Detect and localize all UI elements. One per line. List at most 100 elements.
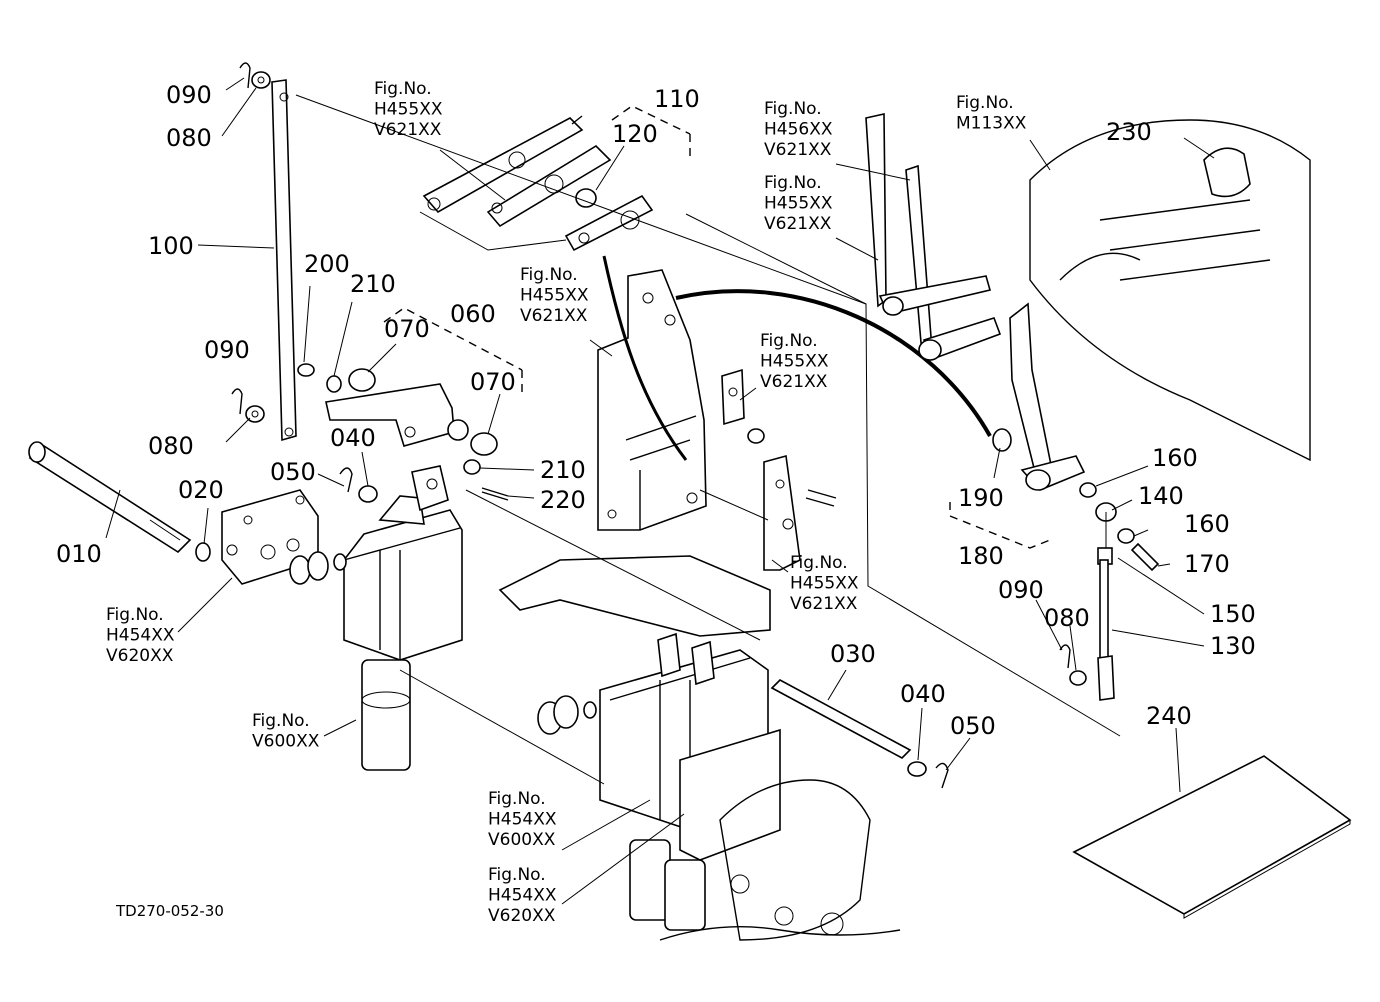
control-cable	[675, 289, 992, 437]
part-180-lever	[992, 302, 1160, 701]
part-label: 240	[1146, 702, 1192, 730]
part-label: 230	[1106, 118, 1152, 146]
part-label: 140	[1138, 482, 1184, 510]
fig-ref-line: Fig.No.	[374, 79, 432, 99]
part-label: 110	[654, 85, 700, 113]
part-label: 100	[148, 232, 194, 260]
fig-ref-line: M113XX	[956, 113, 1027, 133]
manifold	[659, 779, 901, 941]
part-100-rod	[271, 79, 297, 442]
fig-ref-line: H455XX	[764, 193, 833, 213]
fig-ref-line: Fig.No.	[488, 865, 546, 885]
part-label: 120	[612, 120, 658, 148]
part-label: 090	[166, 81, 212, 109]
part-010-bolt	[28, 441, 192, 554]
part-label: 080	[166, 124, 212, 152]
fig-ref-line: Fig.No.	[764, 99, 822, 119]
part-label: 220	[540, 486, 586, 514]
part-label: 180	[958, 542, 1004, 570]
fig-ref-line: Fig.No.	[764, 173, 822, 193]
part-label: 030	[830, 640, 876, 668]
part-label: 020	[178, 476, 224, 504]
leader-lines	[105, 77, 1215, 905]
fig-ref-line: Fig.No.	[520, 265, 578, 285]
part-label: 160	[1152, 444, 1198, 472]
group-060-bracket	[383, 307, 523, 394]
fig-ref-line: V621XX	[764, 214, 832, 234]
part-label: 210	[540, 456, 586, 484]
part-label: 070	[470, 368, 516, 396]
fig-ref-line: V621XX	[760, 372, 828, 392]
part-label: 130	[1210, 632, 1256, 660]
center-bracket	[597, 269, 707, 531]
part-labels: 090 080 100 200 210 070 060 070 090 080 …	[56, 81, 1256, 740]
small-bracket	[721, 368, 837, 571]
fig-ref-line: H454XX	[488, 885, 557, 905]
part-label: 080	[148, 432, 194, 460]
fig-ref-line: H455XX	[374, 99, 443, 119]
part-drawings	[28, 62, 1352, 941]
fig-ref: Fig.No.V600XX	[252, 711, 320, 751]
cable-sheath	[602, 255, 688, 461]
fig-ref-line: V621XX	[764, 140, 832, 160]
fig-ref-line: Fig.No.	[252, 711, 310, 731]
fig-ref-line: V620XX	[106, 646, 174, 666]
part-090-080-lower	[231, 388, 265, 423]
fig-ref-line: Fig.No.	[956, 93, 1014, 113]
part-label: 160	[1184, 510, 1230, 538]
part-label: 040	[900, 680, 946, 708]
part-label: 170	[1184, 550, 1230, 578]
fig-ref-line: Fig.No.	[790, 553, 848, 573]
fig-ref-line: H456XX	[764, 119, 833, 139]
part-label: 050	[950, 712, 996, 740]
part-label: 200	[304, 250, 350, 278]
part-020-washer	[195, 542, 211, 562]
fig-ref-line: H455XX	[760, 351, 829, 371]
fig-ref-line: H455XX	[790, 573, 859, 593]
group-180-bracket	[949, 502, 1051, 549]
part-090-080-top	[239, 62, 271, 89]
part-label: 040	[330, 424, 376, 452]
fig-ref-line: V620XX	[488, 906, 556, 926]
part-label: 210	[350, 270, 396, 298]
fig-ref-line: H454XX	[106, 625, 175, 645]
fig-ref: Fig.No.M113XX	[956, 93, 1027, 133]
part-label: 060	[450, 300, 496, 328]
fig-ref-line: H455XX	[520, 285, 589, 305]
fig-ref-line: Fig.No.	[760, 331, 818, 351]
fig-ref-line: Fig.No.	[106, 605, 164, 625]
part-label: 010	[56, 540, 102, 568]
console-m113	[1029, 119, 1311, 462]
part-label: 090	[998, 576, 1044, 604]
valve-center	[498, 555, 781, 931]
part-label: 050	[270, 458, 316, 486]
fig-ref-line: V600XX	[252, 731, 320, 751]
fig-ref-line: V621XX	[520, 306, 588, 326]
part-label: 190	[958, 484, 1004, 512]
fig-ref-line: V600XX	[488, 830, 556, 850]
part-label: 090	[204, 336, 250, 364]
part-label: 070	[384, 315, 430, 343]
fig-ref-line: V621XX	[790, 594, 858, 614]
fig-ref-line: H454XX	[488, 809, 557, 829]
drawing-reference: TD270-052-30	[115, 902, 224, 920]
part-240-manual	[1072, 755, 1352, 919]
fig-ref-line: V621XX	[374, 120, 442, 140]
right-levers	[865, 113, 1002, 362]
group-110-bracket	[611, 105, 691, 158]
fig-ref-line: Fig.No.	[488, 789, 546, 809]
valve-left	[289, 465, 463, 771]
part-label: 080	[1044, 604, 1090, 632]
part-030-shaft	[770, 679, 949, 789]
